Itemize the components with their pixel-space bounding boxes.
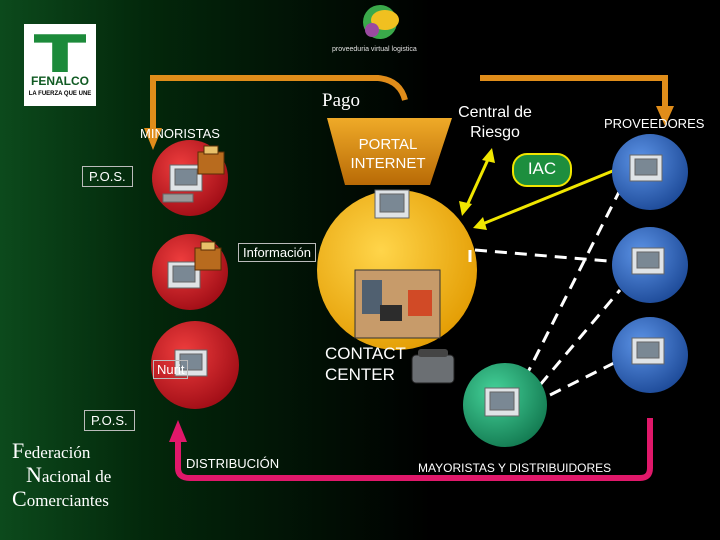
fenalco-logo: FENALCO LA FUERZA QUE UNE [24,24,96,106]
contact-center-label: CONTACT CENTER [325,344,406,384]
nurit-label: Nurit [153,360,189,379]
pos-top-label: P.O.S. [82,166,133,187]
fenalco-emblem-icon [34,34,86,72]
informacion-label: Información [238,243,316,262]
pago-label: Pago [322,90,360,111]
cash-register-icons [194,145,225,271]
distribucion-label: DISTRIBUCIÓN [186,456,280,471]
proveedores-label: PROVEEDORES [604,116,705,131]
fenalco-slogan: LA FUERZA QUE UNE [28,91,92,97]
pago-right-arrow [480,75,668,108]
federation-line-2: Nacional de [26,462,112,487]
portal-funnel [327,118,452,185]
pago-arrow-head [144,128,162,150]
minoristas-label: MINORISTAS [140,126,220,141]
provirtual-tagline: proveeduria virtual logistica [332,46,417,53]
pago-arrow [150,75,408,128]
telephone-icon [411,349,455,384]
federation-name: Federación Nacional de Comerciantes [12,440,111,512]
portal-internet-label: PORTAL INTERNET [350,136,426,172]
provirtual-logo-graphic [363,5,399,39]
federation-line-1: Federación [12,438,91,463]
fenalco-name: FENALCO [31,74,89,88]
central-riesgo-label: Central de Riesgo [458,104,532,141]
distribucion-arrow [175,418,653,481]
iac-label: IAC [527,159,557,178]
federation-line-3: Comerciantes [12,486,109,511]
pos-bottom-label: P.O.S. [84,410,135,431]
mayoristas-label: MAYORISTAS Y DISTRIBUIDORES [418,461,612,475]
computer-icons [162,154,665,417]
contact-center-illustration [354,269,441,339]
iac-badge: IAC [512,153,572,187]
